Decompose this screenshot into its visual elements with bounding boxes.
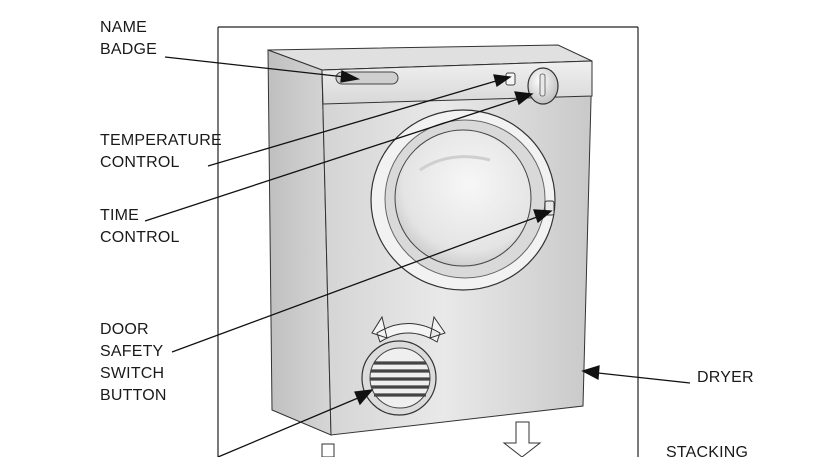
cabinet-side <box>267 49 332 436</box>
label-dryer: DRYER <box>697 367 754 389</box>
leader-name-badge <box>164 56 346 78</box>
door <box>370 109 556 291</box>
label-door-safety-switch-button: DOOR SAFETY SWITCH BUTTON <box>100 319 167 407</box>
leader-temperature-control <box>207 80 497 167</box>
label-time-control-line-1: TIME <box>100 207 140 224</box>
arrowhead-door-safety-switch <box>533 209 553 224</box>
frame <box>217 26 639 457</box>
label-name-badge: NAME BADGE <box>100 17 157 61</box>
leader-time-control <box>144 98 519 222</box>
down-arrow-right <box>502 421 542 457</box>
name-badge <box>335 71 399 85</box>
label-temperature-control-line-2: CONTROL <box>100 154 180 171</box>
arrowhead-dryer <box>581 365 600 381</box>
label-name-badge-line-2: BADGE <box>100 41 158 58</box>
label-stacking-line-1: STACKING <box>666 444 749 461</box>
arrowhead-time-control <box>514 91 534 106</box>
label-door-line: DOOR <box>100 321 149 338</box>
down-arrow-left <box>321 443 335 457</box>
label-safety-line: SAFETY <box>100 343 164 360</box>
filter-vent <box>361 340 437 416</box>
label-temperature-control: TEMPERATURE CONTROL <box>100 130 222 174</box>
leader-door-safety-switch <box>171 216 538 353</box>
label-dryer-line-1: DRYER <box>697 369 754 386</box>
leader-dryer <box>597 372 691 384</box>
leader-filter-vent <box>217 397 359 457</box>
label-temperature-control-line-1: TEMPERATURE <box>100 132 222 149</box>
label-stacking: STACKING <box>666 442 748 464</box>
label-name-badge-line-1: NAME <box>100 19 148 36</box>
label-button-line: BUTTON <box>100 387 167 404</box>
rotation-arrow <box>371 315 446 343</box>
label-switch-line: SWITCH <box>100 365 165 382</box>
arrowhead-temperature-control <box>493 74 512 88</box>
label-time-control-line-2: CONTROL <box>100 229 180 246</box>
label-time-control: TIME CONTROL <box>100 205 180 249</box>
arrowhead-filter-vent <box>354 389 374 406</box>
arrowhead-name-badge <box>340 69 361 83</box>
